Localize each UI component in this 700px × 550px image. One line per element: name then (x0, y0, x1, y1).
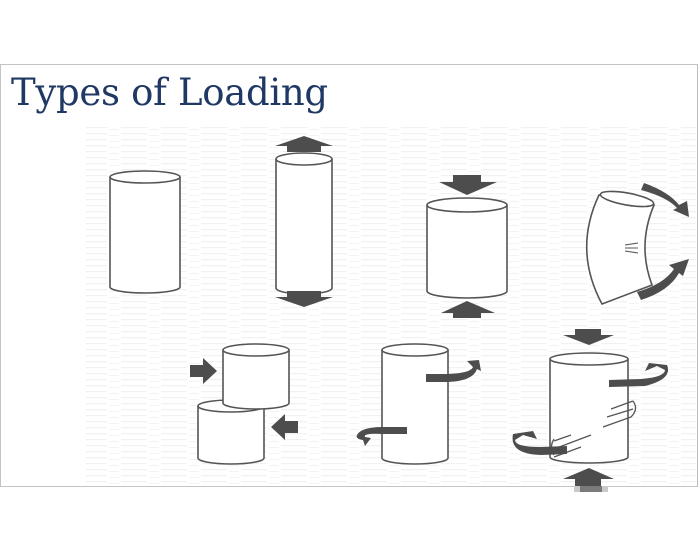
cylinder-unloaded (109, 170, 181, 294)
loading-types-figure (86, 125, 696, 486)
shear-arrow-left-icon (271, 414, 298, 440)
arrow-overflow-stub-inner (580, 486, 602, 492)
cylinder-torsion (381, 343, 449, 465)
torsion-arrow-bottom-icon (356, 427, 407, 446)
compression-arrow-down-icon (439, 175, 497, 195)
torsion-arrow-top-icon (426, 360, 481, 382)
cylinder-combined (549, 352, 637, 464)
tension-arrow-down-icon (275, 291, 333, 307)
tension-arrow-up-icon (275, 136, 333, 152)
combined-arrow-up-icon (563, 468, 614, 486)
combined-arrow-down-icon (563, 329, 614, 345)
combined-torque-top-icon (609, 363, 669, 387)
cylinder-bending (585, 190, 656, 305)
shear-arrow-right-icon (190, 358, 217, 384)
cylinder-tension (275, 152, 333, 295)
bending-arrow-lower-icon (637, 259, 689, 300)
slide-title: Types of Loading (11, 71, 328, 114)
slide: Types of Loading (0, 64, 698, 487)
combined-torque-bottom-icon (512, 431, 567, 455)
bending-arrow-upper-icon (641, 183, 689, 217)
compression-arrow-up-icon (441, 301, 495, 318)
cylinder-compression (426, 197, 508, 299)
cylinder-shear (197, 343, 290, 465)
